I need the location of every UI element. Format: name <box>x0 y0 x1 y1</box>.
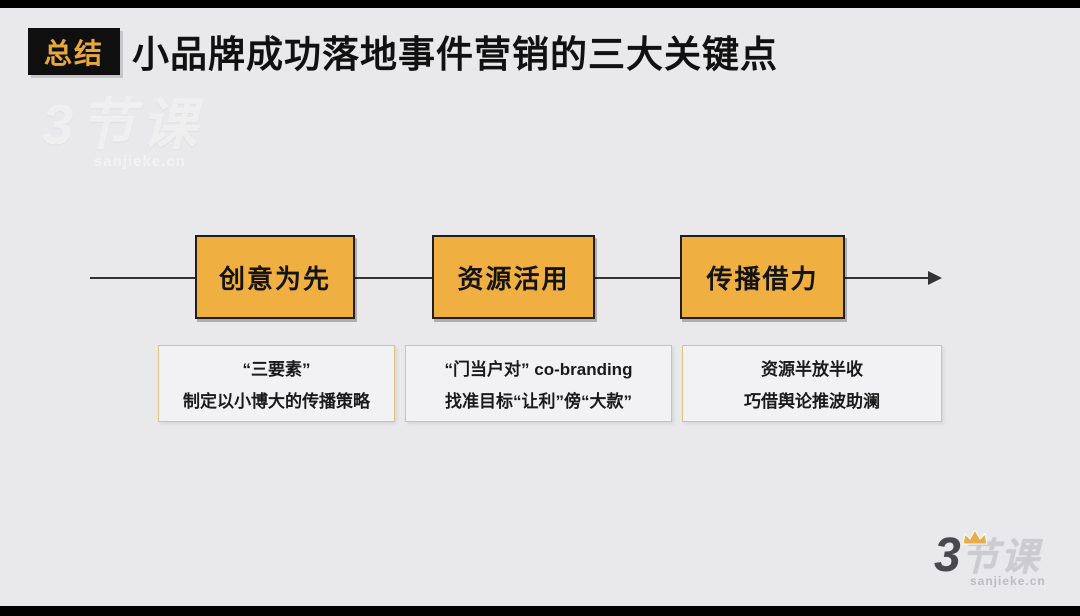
arrowhead-icon <box>928 271 942 285</box>
note-line: “门当户对” co-branding <box>444 360 633 379</box>
sanjieke-logo: 3 节课 sanjieke.cn <box>934 528 1064 588</box>
note-box-promotion: 资源半放半收 巧借舆论推波助澜 <box>682 345 942 422</box>
note-line: “三要素” <box>242 360 311 379</box>
watermark-brand-text: 3节课 <box>42 93 204 156</box>
logo-domain-text: sanjieke.cn <box>970 574 1046 588</box>
watermark-logo-top: 3节课 sanjieke.cn <box>42 80 203 170</box>
note-line: 找准目标“让利”傍“大款” <box>445 392 632 411</box>
crown-icon <box>962 528 988 550</box>
logo-wordmark: 3 节课 <box>934 529 1064 582</box>
step-box-creativity: 创意为先 <box>195 235 355 319</box>
note-line: 制定以小博大的传播策略 <box>183 392 370 411</box>
slide-canvas: 总结 小品牌成功落地事件营销的三大关键点 3节课 sanjieke.cn 创意为… <box>0 8 1080 606</box>
watermark-domain-text: sanjieke.cn <box>94 153 186 170</box>
step-box-resources: 资源活用 <box>432 235 595 319</box>
note-line: 巧借舆论推波助澜 <box>744 392 880 411</box>
logo-number: 3 <box>934 529 961 582</box>
note-line: 资源半放半收 <box>761 360 863 379</box>
note-box-resources: “门当户对” co-branding 找准目标“让利”傍“大款” <box>405 345 672 422</box>
note-box-creativity: “三要素” 制定以小博大的传播策略 <box>158 345 395 422</box>
slide-title: 小品牌成功落地事件营销的三大关键点 <box>132 34 778 75</box>
logo-suffix: 节课 <box>960 537 1041 579</box>
summary-badge: 总结 <box>28 28 120 75</box>
step-box-promotion: 传播借力 <box>680 235 845 319</box>
